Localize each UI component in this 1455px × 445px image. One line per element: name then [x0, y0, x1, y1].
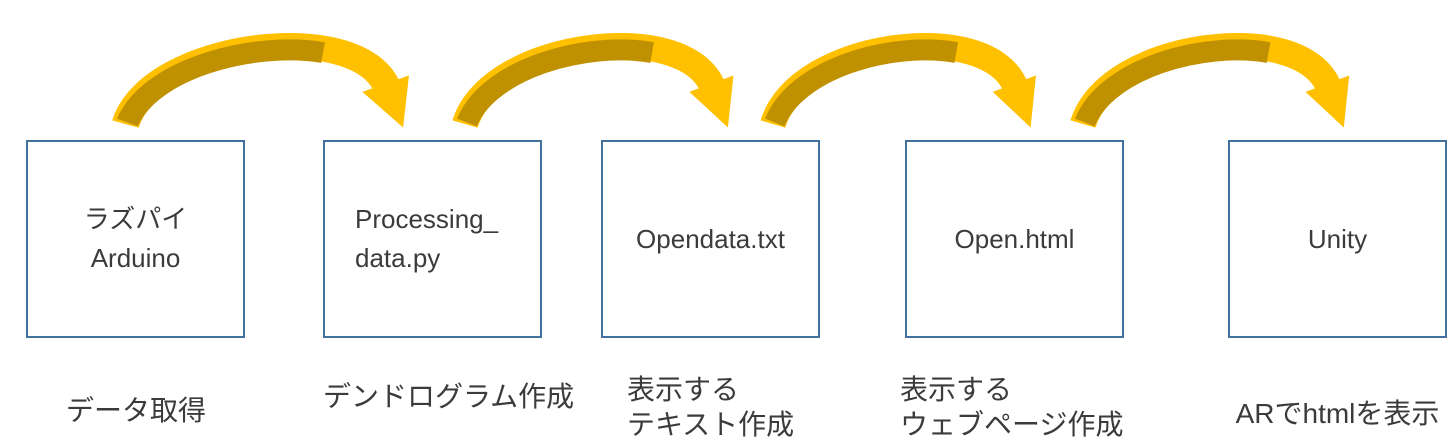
step-caption-text-creation: 表示する テキスト作成 [627, 374, 795, 440]
box-label: Processing_ [355, 204, 499, 234]
step-caption-data-acquisition: データ取得 [65, 395, 206, 426]
step-box-open-html: Open.html [905, 140, 1124, 338]
box-label: ラズパイ [83, 204, 188, 234]
flow-arrow-4 [1070, 33, 1350, 132]
step-box-processing-data-py: Processing_ data.py [323, 140, 542, 338]
arrow-3-back-ribbon [762, 39, 1026, 132]
step-caption-webpage-creation: 表示する ウェブページ作成 [900, 374, 1124, 440]
box-label: Unity [1307, 223, 1368, 254]
flow-arrow-2 [452, 33, 734, 132]
box-label: Arduino [90, 243, 181, 273]
arrow-4-back-ribbon [1072, 39, 1339, 132]
flow-arrow-1 [112, 32, 409, 132]
box-label: Open.html [954, 223, 1075, 254]
arrow-2-back-ribbon [454, 39, 723, 132]
step-caption-ar-display: ARでhtmlを表示 [1235, 398, 1440, 429]
step-caption-dendrogram: デンドログラム作成 [323, 381, 575, 412]
step-box-raspi-arduino: ラズパイ Arduino [26, 140, 245, 338]
box-label: data.py [355, 243, 441, 273]
arrow-1-back-ribbon [114, 39, 398, 132]
step-box-unity: Unity [1228, 140, 1447, 338]
step-box-opendata-txt: Opendata.txt [601, 140, 820, 338]
box-label: Opendata.txt [636, 223, 785, 254]
flow-arrow-3 [760, 33, 1036, 132]
